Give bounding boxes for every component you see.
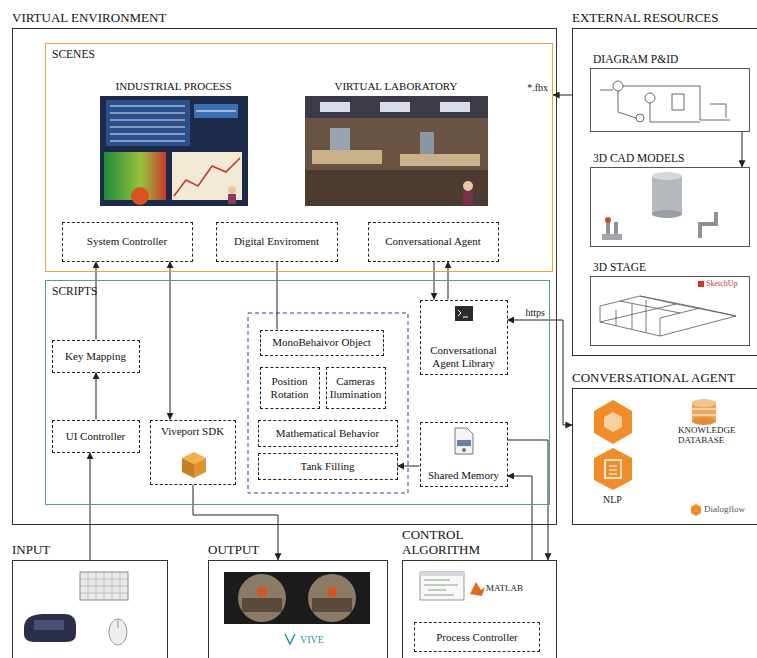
- edge-label: *.fbx: [525, 82, 550, 93]
- node-label: Conversational Agent: [385, 235, 481, 248]
- vr-output-view: [224, 572, 370, 644]
- node-label: Mathematical Behavior: [276, 427, 380, 440]
- library-box: Shared Memory: [420, 422, 508, 487]
- scene-panel: INDUSTRIAL PROCESS: [100, 78, 248, 206]
- sdk-box: Viveport SDK: [150, 420, 236, 485]
- pid-drawing: [600, 81, 730, 122]
- input-devices: [24, 572, 128, 645]
- database-label: KNOWLEDGE DATABASE: [678, 426, 754, 446]
- cad-models: [602, 172, 716, 240]
- greenhouse-stage: [600, 281, 736, 336]
- script-box: MonoBehaivor Object: [260, 330, 384, 356]
- script-box: Position Rotation: [260, 367, 320, 409]
- node-label: VIRTUAL ENVIRONMENT: [12, 11, 166, 26]
- industrial-screenshot: [100, 96, 248, 206]
- script-box: UI Controller: [52, 420, 140, 453]
- control-region: CONTROL ALGORITHMProcess Controller: [402, 560, 557, 658]
- dll-icon: [455, 428, 473, 454]
- node-label: UI Controller: [66, 430, 126, 443]
- connector: [508, 320, 573, 425]
- viveport-icon: [182, 452, 206, 478]
- library-box: Conversational Agent Library: [420, 300, 508, 375]
- node-label: DIAGRAM P&ID: [593, 53, 678, 66]
- node-label: Conversational Agent Library: [424, 344, 504, 369]
- node-label: INDUSTRIAL PROCESS: [100, 80, 248, 93]
- node-label: SCENES: [52, 48, 95, 61]
- script-group-outline: [248, 313, 408, 493]
- logo-text: MATLAB: [486, 584, 523, 594]
- node-label: 3D STAGE: [593, 261, 646, 274]
- node-label: INPUT: [12, 543, 50, 558]
- connector: [742, 132, 743, 167]
- node-label: MonoBehaivor Object: [272, 336, 371, 349]
- node-label: CONVERSATIONAL AGENT: [572, 371, 735, 386]
- logo-text: Dialogflow: [704, 505, 745, 515]
- script-box: Key Mapping: [52, 340, 140, 373]
- control-software: [420, 572, 485, 600]
- output-region: OUTPUT: [208, 560, 388, 658]
- system-region: VIRTUAL ENVIRONMENTSCENESINDUSTRIAL PROC…: [12, 28, 557, 525]
- dialogflow-icons: [594, 399, 716, 516]
- scene-panel: VIRTUAL LABORATORY: [305, 78, 488, 206]
- node-label: Position Rotation: [264, 375, 316, 400]
- node-label: Key Mapping: [65, 350, 126, 363]
- node-label: VIRTUAL LABORATORY: [305, 80, 488, 93]
- logo-text: VIVE: [300, 634, 324, 645]
- connector: [553, 95, 572, 96]
- connector: [90, 453, 91, 561]
- node-label: Viveport SDK: [161, 425, 224, 438]
- script-box: Cameras Ilumination: [326, 367, 386, 409]
- controller-box: Process Controller: [414, 622, 540, 652]
- connector: [398, 466, 420, 467]
- terminal-icon: [455, 306, 473, 321]
- node-label: OUTPUT: [208, 543, 259, 558]
- connector: [193, 485, 278, 561]
- node-label: Shared Memory: [428, 469, 499, 482]
- component-box: Conversational Agent: [368, 222, 499, 262]
- connector: [96, 373, 97, 420]
- scripts-region: SCRIPTS Key Mapping UI Controller Viveport …: [45, 280, 550, 505]
- connector: [508, 440, 549, 560]
- node-label: System Controller: [87, 235, 167, 248]
- node-label: Process Controller: [436, 631, 518, 644]
- node-label: Digital Enviroment: [234, 235, 319, 248]
- component-box: System Controller: [62, 222, 193, 262]
- resource-box: DIAGRAM P&ID: [590, 68, 750, 132]
- node-label: SCRIPTS: [52, 285, 97, 298]
- resources-region: EXTERNAL RESOURCESDIAGRAM P&ID3D CAD MOD…: [572, 28, 757, 356]
- script-box: Tank Filling: [258, 453, 398, 480]
- node-label: EXTERNAL RESOURCES: [572, 11, 719, 26]
- connector: [170, 262, 171, 420]
- connector: [508, 476, 533, 560]
- component-box: Digital Enviroment: [216, 222, 338, 262]
- input-region: INPUT: [12, 560, 168, 658]
- script-box: Mathematical Behavior: [258, 420, 398, 447]
- edge-label: https: [524, 307, 547, 318]
- node-label: 3D CAD MODELS: [593, 152, 684, 165]
- resource-box: 3D CAD MODELS: [590, 167, 750, 247]
- service-label: NLP: [603, 494, 622, 505]
- node-label: Cameras Ilumination: [330, 375, 382, 400]
- laboratory-screenshot: [305, 96, 488, 206]
- scenes-region: SCENES INDUSTRIAL PROCESS VIRTUAL LABORATO…: [45, 43, 553, 272]
- connector: [96, 262, 97, 340]
- node-label: Tank Filling: [301, 460, 355, 473]
- node-label: CONTROL ALGORITHM: [402, 528, 514, 558]
- logo-text: SketchUp: [706, 280, 738, 289]
